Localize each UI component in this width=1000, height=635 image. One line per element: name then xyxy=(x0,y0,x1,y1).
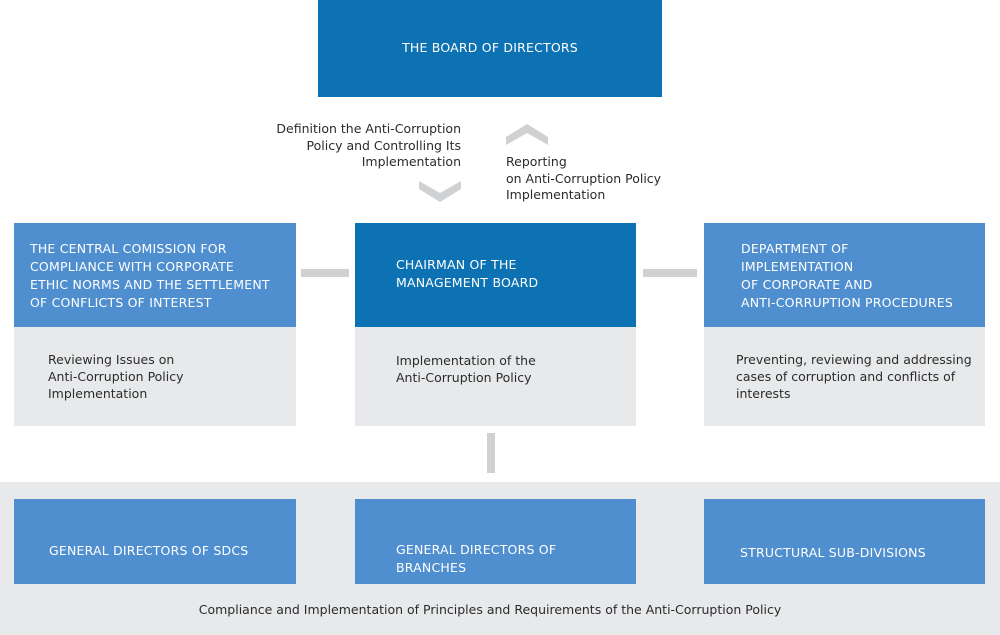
arrow-down-icon xyxy=(419,181,461,202)
reporting-label: Reporting on Anti-Corruption Policy Impl… xyxy=(506,154,662,202)
definition-label: Definition the Anti-Corruption Policy an… xyxy=(276,121,461,169)
department-header-box: DEPARTMENT OF IMPLEMENTATION OF CORPORAT… xyxy=(704,223,985,327)
department-description: Preventing, reviewing and addressing cas… xyxy=(736,352,972,401)
chairman-header-box: CHAIRMAN OF THE MANAGEMENT BOARD xyxy=(355,223,636,327)
bottom-band: GENERAL DIRECTORS OF SDCS GENERAL DIRECT… xyxy=(0,482,1000,635)
sdcs-directors-box: GENERAL DIRECTORS OF SDCS xyxy=(14,499,296,584)
commission-description-panel: Reviewing Issues on Anti-Corruption Poli… xyxy=(14,327,296,426)
branch-directors-title: GENERAL DIRECTORS OF BRANCHES xyxy=(396,542,557,575)
chairman-description-panel: Implementation of the Anti-Corruption Po… xyxy=(355,327,636,426)
department-description-panel: Preventing, reviewing and addressing cas… xyxy=(704,327,985,426)
arrow-up-icon xyxy=(506,124,548,145)
commission-header-box: THE CENTRAL COMISSION FOR COMPLIANCE WIT… xyxy=(14,223,296,327)
connector-left xyxy=(301,269,349,277)
board-of-directors-box: THE BOARD OF DIRECTORS xyxy=(318,0,662,97)
sdcs-directors-title: GENERAL DIRECTORS OF SDCS xyxy=(49,543,249,558)
compliance-caption: Compliance and Implementation of Princip… xyxy=(198,602,782,617)
board-of-directors-title: THE BOARD OF DIRECTORS xyxy=(402,40,578,55)
commission-description: Reviewing Issues on Anti-Corruption Poli… xyxy=(48,352,184,401)
connector-vertical xyxy=(487,433,495,473)
commission-title: THE CENTRAL COMISSION FOR COMPLIANCE WIT… xyxy=(30,241,270,310)
chairman-description: Implementation of the Anti-Corruption Po… xyxy=(396,353,536,385)
branch-directors-box: GENERAL DIRECTORS OF BRANCHES xyxy=(355,499,636,584)
department-title: DEPARTMENT OF IMPLEMENTATION OF CORPORAT… xyxy=(741,241,954,310)
structural-subdivisions-box: STRUCTURAL SUB-DIVISIONS xyxy=(704,499,985,584)
chairman-title: CHAIRMAN OF THE MANAGEMENT BOARD xyxy=(396,257,539,290)
structural-subdivisions-title: STRUCTURAL SUB-DIVISIONS xyxy=(740,545,926,560)
connector-right xyxy=(643,269,697,277)
